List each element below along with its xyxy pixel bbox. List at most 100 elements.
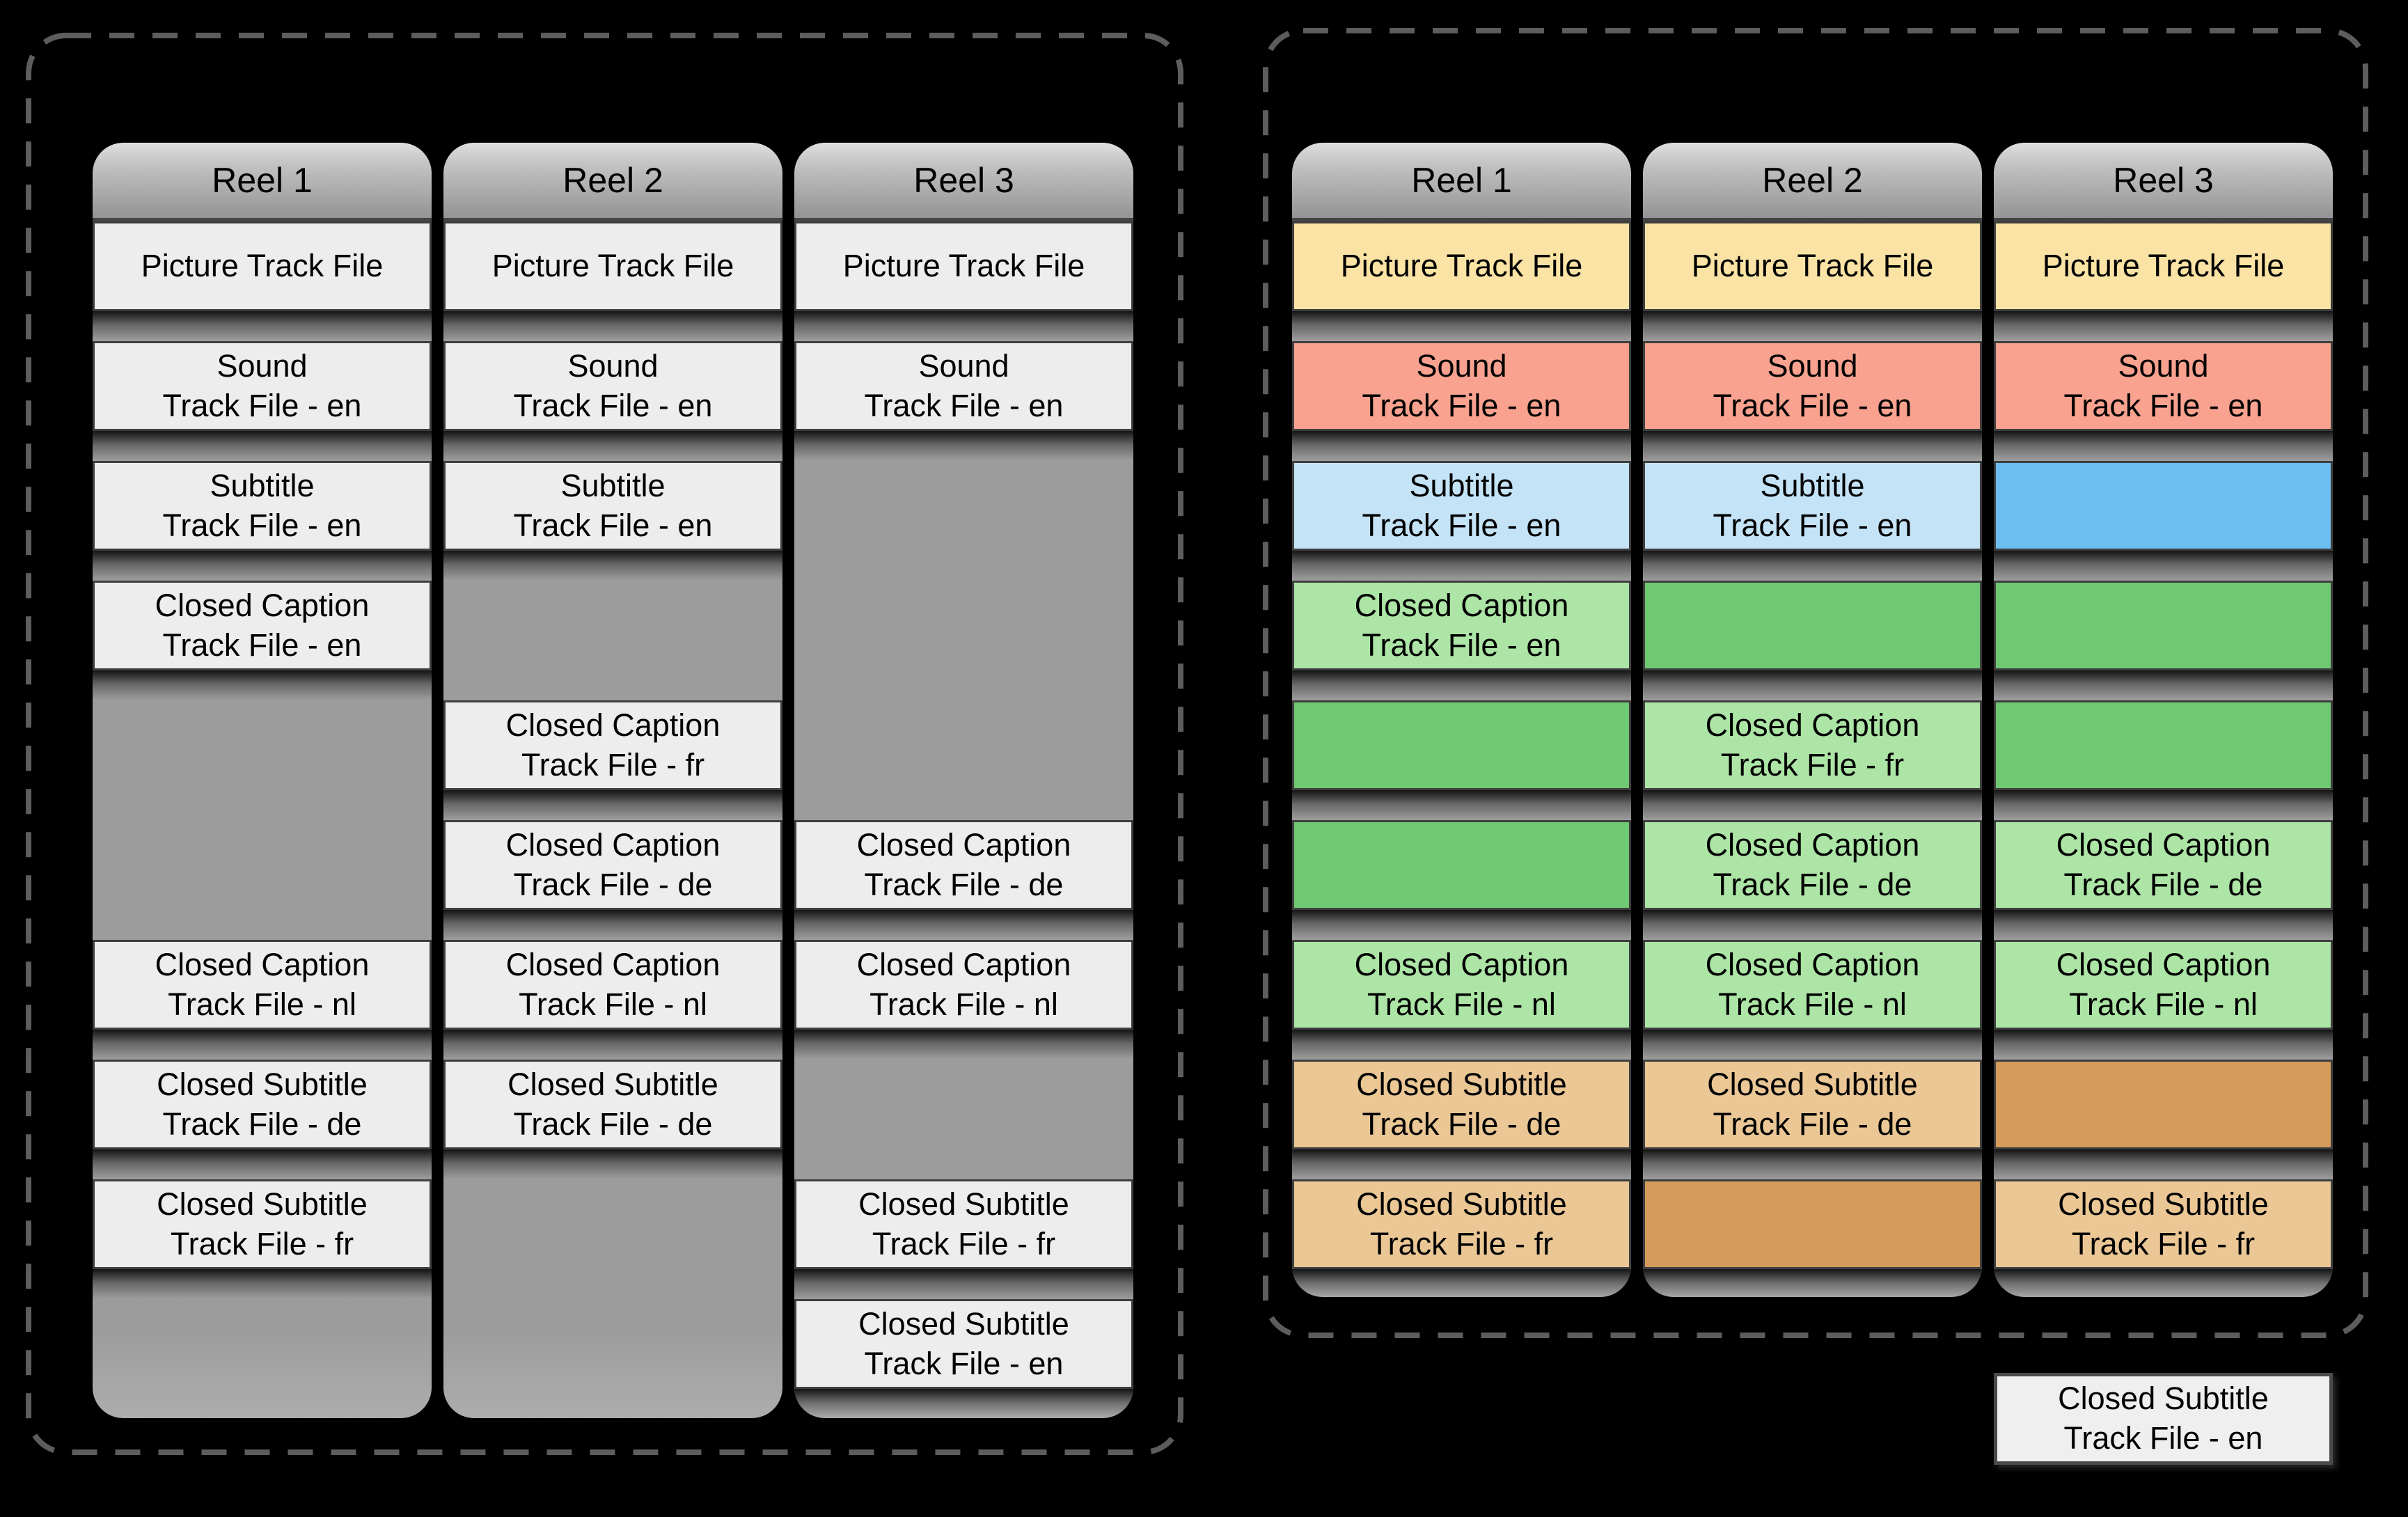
closed-caption-track-file-cell: Closed Caption Track File - nl xyxy=(1643,940,1982,1060)
cell-label-line1: Closed Subtitle xyxy=(1356,1186,1567,1222)
closed-caption-filled-cell xyxy=(1994,581,2333,701)
closed-subtitle-track-file-cell: Closed Subtitle Track File - fr xyxy=(1994,1179,2333,1297)
closed-caption-track-file-cell: Closed Caption Track File - en xyxy=(1292,581,1631,701)
cell-label-line2: Track File - en xyxy=(162,387,362,423)
picture-track-file-cell: Picture Track File xyxy=(794,221,1133,342)
cell-label-line1: Picture Track File xyxy=(1340,248,1583,284)
reel-column: Reel 3 Picture Track File Sound Track Fi… xyxy=(794,143,1133,1418)
cell-label-line1: Closed Caption xyxy=(155,946,370,982)
closed-caption-track-file-cell: Closed Caption Track File - nl xyxy=(1994,940,2333,1060)
closed-caption-filled-cell xyxy=(1292,820,1631,941)
cell-label-line2: Track File - nl xyxy=(869,986,1058,1022)
sound-track-file-cell: Sound Track File - en xyxy=(93,341,432,462)
reel-column: Reel 2 Picture Track File Sound Track Fi… xyxy=(1643,143,1982,1297)
sound-track-file-cell: Sound Track File - en xyxy=(1643,341,1982,462)
picture-track-file-cell: Picture Track File xyxy=(1292,221,1631,342)
left-dashed-panel: Reel 1 Picture Track File Sound Track Fi… xyxy=(26,33,1183,1455)
closed-caption-track-file-cell: Closed Caption Track File - en xyxy=(93,581,432,701)
closed-subtitle-track-file-cell: Closed Subtitle Track File - de xyxy=(1292,1060,1631,1180)
cell-label-line1: Closed Caption xyxy=(1705,946,1920,982)
cell-label-line2: Track File - en xyxy=(1362,627,1561,663)
cell-label-line1: Closed Subtitle xyxy=(1707,1066,1918,1102)
reel-header: Reel 2 xyxy=(1643,143,1982,221)
closed-caption-track-file-cell: Closed Caption Track File - nl xyxy=(93,940,432,1060)
right-dashed-panel: Reel 1 Picture Track File Sound Track Fi… xyxy=(1263,28,2368,1338)
cell-label-line1: Sound xyxy=(918,347,1009,384)
cell-label-line2: Track File - fr xyxy=(170,1225,354,1261)
cell-label-line1: Closed Subtitle xyxy=(507,1066,718,1102)
closed-caption-track-file-cell: Closed Caption Track File - nl xyxy=(1292,940,1631,1060)
picture-track-file-cell: Picture Track File xyxy=(1994,221,2333,342)
cell-label-line1: Closed Subtitle xyxy=(858,1186,1069,1222)
closed-subtitle-track-file-cell: Closed Subtitle Track File - de xyxy=(443,1060,782,1180)
reel-column: Reel 2 Picture Track File Sound Track Fi… xyxy=(443,143,782,1418)
cell-label-line2: Track File - en xyxy=(513,387,713,423)
cell-label-line1: Picture Track File xyxy=(2042,248,2285,284)
cell-label-line2: Track File - en xyxy=(1362,387,1561,423)
closed-subtitle-track-file-cell: Closed Subtitle Track File - de xyxy=(93,1060,432,1180)
cell-label-line2: Track File - nl xyxy=(2069,986,2258,1022)
cell-label-line2: Track File - fr xyxy=(1369,1225,1554,1261)
closed-subtitle-track-file-cell: Closed Subtitle Track File - de xyxy=(1643,1060,1982,1180)
cell-label-line1: Closed Caption xyxy=(1354,587,1569,623)
subtitle-filled-cell xyxy=(1994,461,2333,581)
cell-label-line2: Track File - en xyxy=(162,627,362,663)
closed-subtitle-track-file-cell: Closed Subtitle Track File - fr xyxy=(1292,1179,1631,1297)
reel-header: Reel 1 xyxy=(1292,143,1631,221)
cell-label-line2: Track File - nl xyxy=(168,986,356,1022)
reel-header: Reel 3 xyxy=(1994,143,2333,221)
cell-label-line1: Picture Track File xyxy=(491,248,734,284)
closed-caption-track-file-cell: Closed Caption Track File - de xyxy=(1994,820,2333,941)
cell-label-line2: Track File - de xyxy=(162,1106,362,1142)
cell-label-line2: Track File - de xyxy=(513,866,713,902)
cell-label-line1: Subtitle xyxy=(560,467,666,503)
cell-label-line1: Closed Subtitle xyxy=(1356,1066,1567,1102)
closed-caption-track-file-cell: Closed Caption Track File - de xyxy=(794,820,1133,941)
closed-caption-track-file-cell: Closed Caption Track File - nl xyxy=(794,940,1133,1060)
cell-label-line1: Closed Caption xyxy=(856,946,1071,982)
subtitle-track-file-cell: Subtitle Track File - en xyxy=(93,461,432,581)
reel-header-label: Reel 3 xyxy=(2113,161,2214,200)
cell-label-line2: Track File - en xyxy=(864,387,1064,423)
cell-label-line2: Track File - fr xyxy=(2071,1225,2256,1261)
cell-label-line2: Track File - de xyxy=(1713,1106,1912,1142)
picture-track-file-cell: Picture Track File xyxy=(443,221,782,342)
closed-caption-filled-cell xyxy=(1643,581,1982,701)
cell-label-line1: Closed Subtitle xyxy=(157,1186,368,1222)
cell-label-line1: Subtitle xyxy=(1760,467,1865,503)
cell-label-line2: Track File - nl xyxy=(1367,986,1556,1022)
reel-header-label: Reel 1 xyxy=(212,161,313,200)
cell-label-line2: Track File - de xyxy=(513,1106,713,1142)
cell-label-line1: Subtitle xyxy=(1409,467,1514,503)
cell-label-line2: Track File - fr xyxy=(521,746,705,783)
cell-label-line2: Track File - de xyxy=(1713,866,1912,902)
cell-label-line1: Closed Caption xyxy=(505,707,721,743)
cell-label-line1: Closed Caption xyxy=(2056,946,2271,982)
cell-label-line1: Closed Caption xyxy=(1705,707,1920,743)
sound-track-file-cell: Sound Track File - en xyxy=(1292,341,1631,462)
sound-track-file-cell: Sound Track File - en xyxy=(443,341,782,462)
reel-header: Reel 3 xyxy=(794,143,1133,221)
cell-label-line2: Track File - en xyxy=(1362,507,1561,543)
cell-label-line2: Track File - nl xyxy=(1718,986,1907,1022)
reel-column: Reel 1 Picture Track File Sound Track Fi… xyxy=(1292,143,1631,1297)
closed-subtitle-track-file-cell: Closed Subtitle Track File - en xyxy=(794,1299,1133,1418)
closed-caption-track-file-cell: Closed Caption Track File - fr xyxy=(443,700,782,821)
closed-caption-track-file-cell: Closed Caption Track File - nl xyxy=(443,940,782,1060)
closed-subtitle-filled-cell xyxy=(1994,1060,2333,1180)
closed-caption-track-file-cell: Closed Caption Track File - de xyxy=(1643,820,1982,941)
cell-label-line1: Picture Track File xyxy=(1691,248,1934,284)
reel-header-label: Reel 3 xyxy=(913,161,1014,200)
cell-label-line1: Closed Subtitle xyxy=(858,1305,1069,1342)
sound-track-file-cell: Sound Track File - en xyxy=(1994,341,2333,462)
reel-header-label: Reel 2 xyxy=(1762,161,1863,200)
reel-column: Reel 1 Picture Track File Sound Track Fi… xyxy=(93,143,432,1418)
cell-label-line1: Sound xyxy=(1416,347,1507,384)
closed-caption-filled-cell xyxy=(1994,700,2333,821)
closed-subtitle-track-file-cell: Closed Subtitle Track File - fr xyxy=(93,1179,432,1300)
cell-label-line2: Track File - en xyxy=(513,507,713,543)
cell-label-line1: Closed Subtitle xyxy=(157,1066,368,1102)
cell-label-line1: Closed Caption xyxy=(2056,826,2271,863)
subtitle-track-file-cell: Subtitle Track File - en xyxy=(1292,461,1631,581)
cell-label-line1: Sound xyxy=(1767,347,1858,384)
